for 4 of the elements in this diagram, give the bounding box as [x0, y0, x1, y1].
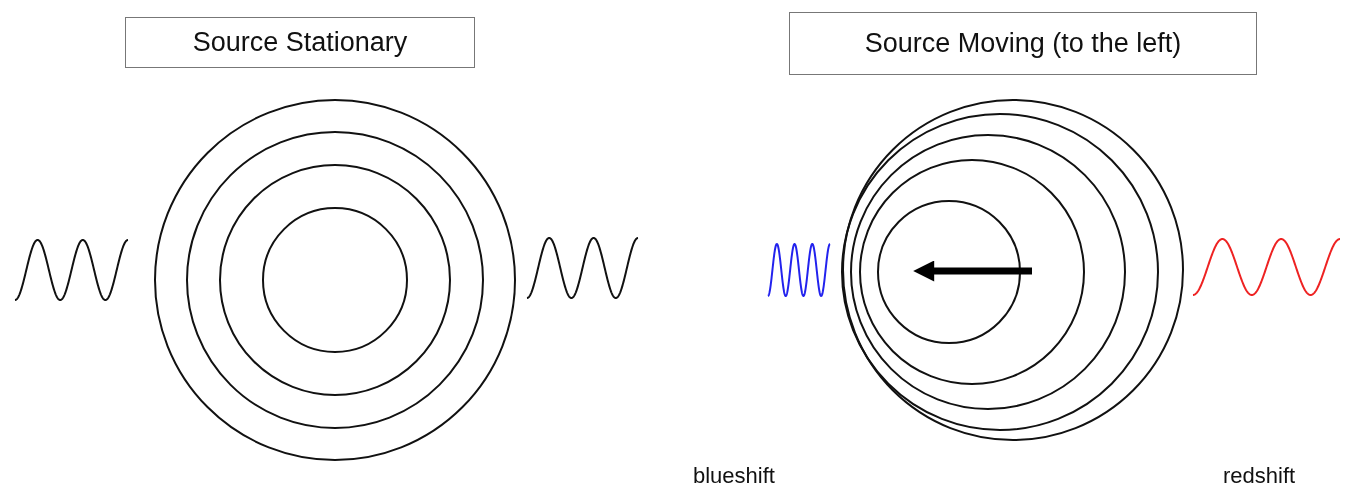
- title-box: Source Moving (to the left): [789, 12, 1257, 75]
- shift-label: blueshift: [693, 463, 775, 489]
- title-box: Source Stationary: [125, 17, 475, 68]
- shift-label: redshift: [1223, 463, 1296, 489]
